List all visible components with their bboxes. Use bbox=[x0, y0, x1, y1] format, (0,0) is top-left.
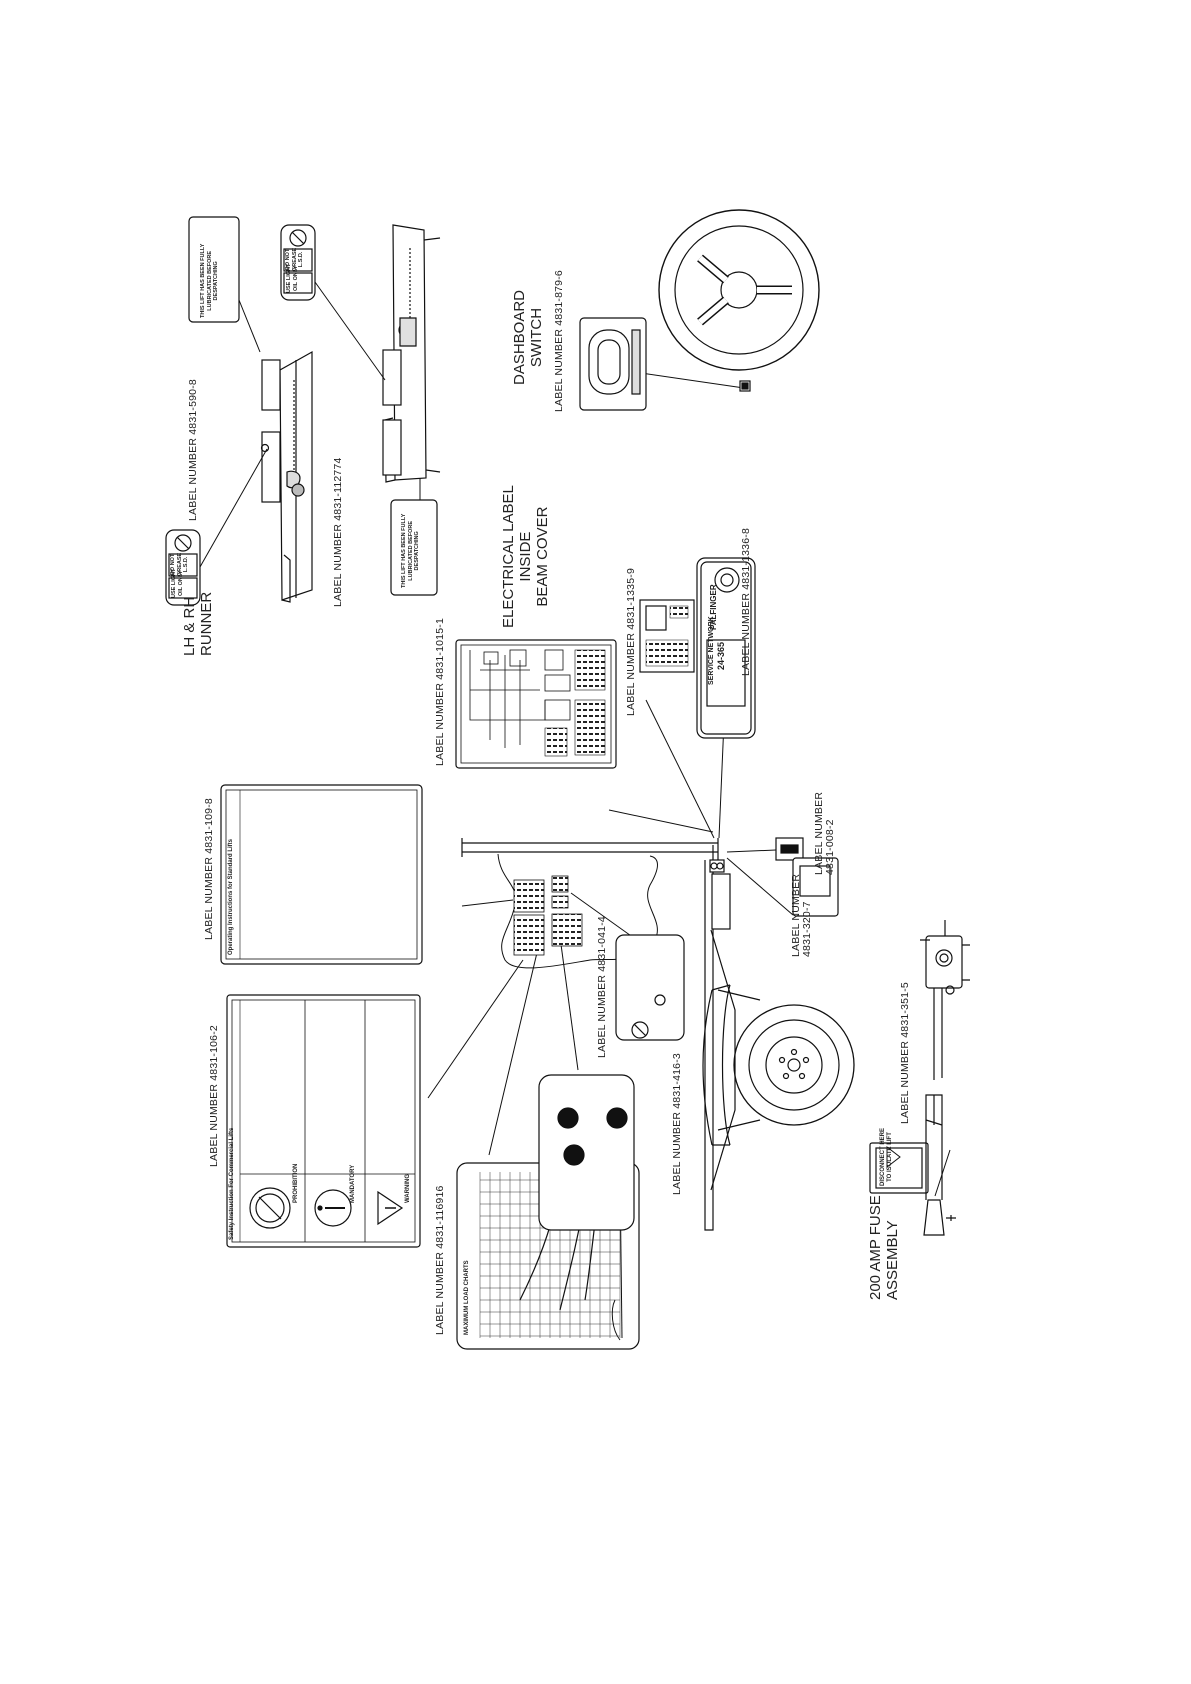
disconnect-text: DISCONNECT HERE TO ISOLATE LIFT bbox=[880, 1127, 893, 1186]
label-1335-9: LABEL NUMBER 4831-1335-9 bbox=[625, 568, 637, 716]
fuse-assembly bbox=[869, 920, 970, 1236]
sticker-1335 bbox=[639, 599, 695, 673]
lift-beam bbox=[461, 838, 761, 1231]
runner-title: LH & RH RUNNER bbox=[181, 591, 215, 656]
lubricated-text-a: THIS LIFT HAS BEEN FULLY LUBRICATED BEFO… bbox=[200, 243, 219, 318]
label-116916: LABEL NUMBER 4831-116916 bbox=[434, 1185, 446, 1335]
sticker-service-network bbox=[696, 557, 756, 739]
label-590-8: LABEL NUMBER 4831-590-8 bbox=[187, 379, 199, 521]
lubricated-text-b: THIS LIFT HAS BEEN FULLY LUBRICATED BEFO… bbox=[401, 513, 420, 588]
wheel bbox=[702, 984, 855, 1146]
leader-lines bbox=[199, 281, 951, 1197]
label-1336-8: LABEL NUMBER 4831-1336-8 bbox=[740, 528, 752, 676]
dashboard-switch-title: DASHBOARD SWITCH bbox=[511, 289, 545, 385]
dashboard-switch-sticker bbox=[579, 317, 647, 411]
label-008-2: LABEL NUMBER 4831-008-2 bbox=[813, 791, 837, 875]
label-112774: LABEL NUMBER 4831-112774 bbox=[332, 457, 344, 607]
prohibition-text: PROHIBITION bbox=[293, 1163, 299, 1203]
sticker-operating-instructions bbox=[220, 784, 423, 965]
load-chart-heading: MAXIMUM LOAD CHARTS bbox=[464, 1260, 470, 1335]
label-1015-1: LABEL NUMBER 4831-1015-1 bbox=[434, 618, 446, 766]
cover-stickers bbox=[513, 875, 583, 956]
label-109-8: LABEL NUMBER 4831-109-8 bbox=[203, 798, 215, 940]
sticker-lubricated-a bbox=[188, 216, 240, 323]
oil-text-b: USE LIGHT OIL ONLY bbox=[286, 263, 299, 293]
sticker-lubricated-b bbox=[390, 499, 438, 596]
sticker-do-not-grease-b bbox=[280, 224, 316, 301]
runner-rh bbox=[382, 224, 441, 483]
service-24-text: 24-365 bbox=[716, 641, 726, 670]
oil-text-a: USE LIGHT OIL ONLY bbox=[171, 568, 184, 598]
steering-wheel-icon bbox=[658, 209, 820, 392]
sticker-008 bbox=[792, 857, 839, 917]
sticker-041 bbox=[615, 934, 685, 1041]
label-106-2: LABEL NUMBER 4831-106-2 bbox=[208, 1025, 220, 1167]
fuse-assembly-title: 200 AMP FUSE ASSEMBLY bbox=[867, 1195, 901, 1300]
label-879-6: LABEL NUMBER 4831-879-6 bbox=[553, 270, 565, 412]
palfinger-service-logo: PALFINGER bbox=[709, 584, 718, 630]
operating-instructions-heading: Operating Instructions for Standard Lift… bbox=[228, 838, 234, 955]
label-041-4: LABEL NUMBER 4831-041-4 bbox=[596, 916, 608, 1058]
mandatory-text: MANDATORY bbox=[350, 1164, 356, 1203]
runner-lh bbox=[260, 350, 313, 603]
sticker-416 bbox=[538, 1074, 635, 1231]
safety-instruction-heading: Safety Instruction For Commercial Lifts bbox=[229, 1127, 235, 1240]
label-351-5: LABEL NUMBER 4831-351-5 bbox=[899, 982, 911, 1124]
label-416-3: LABEL NUMBER 4831-416-3 bbox=[671, 1053, 683, 1195]
sticker-do-not-grease-a bbox=[165, 529, 201, 606]
sticker-safety-instruction bbox=[226, 994, 421, 1248]
label-320-7: LABEL NUMBER 4831-320-7 bbox=[790, 873, 814, 957]
warning-text: WARNING bbox=[405, 1174, 411, 1203]
electrical-label-title: ELECTRICAL LABEL INSIDE BEAM COVER bbox=[500, 485, 551, 628]
electrical-label-sticker bbox=[455, 639, 617, 769]
